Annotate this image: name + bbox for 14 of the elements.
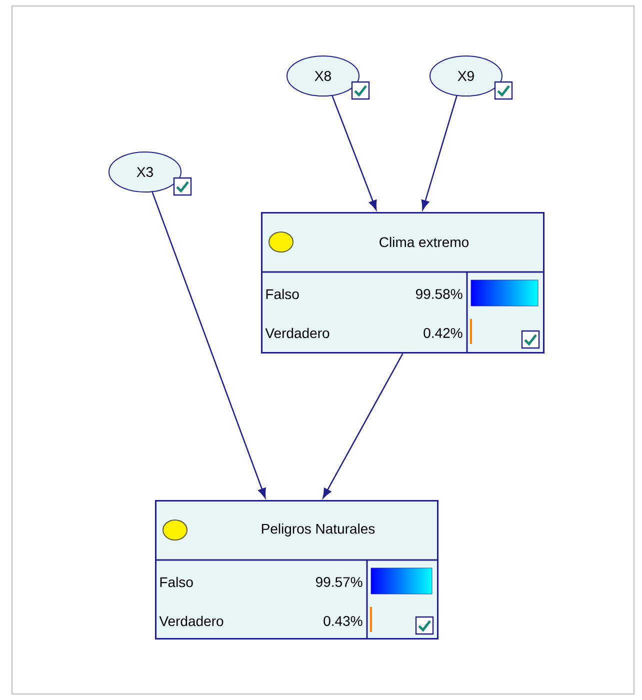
state-label: Falso (266, 288, 299, 300)
state-label: Verdadero (265, 328, 330, 338)
arrow (421, 96, 458, 210)
probability-value: 99.58% (416, 289, 462, 299)
arrow (322, 353, 404, 498)
probability-value: 0.42% (424, 328, 462, 338)
state-label: Falso (160, 576, 193, 588)
state-label: Verdadero (159, 616, 224, 626)
node-title: Clima extremo (380, 236, 469, 248)
arrow (152, 192, 266, 498)
node-title: Peligros Naturales (262, 523, 375, 537)
probability-value: 99.57% (316, 577, 362, 587)
arrow (332, 96, 377, 210)
probability-value: 0.43% (324, 616, 362, 626)
